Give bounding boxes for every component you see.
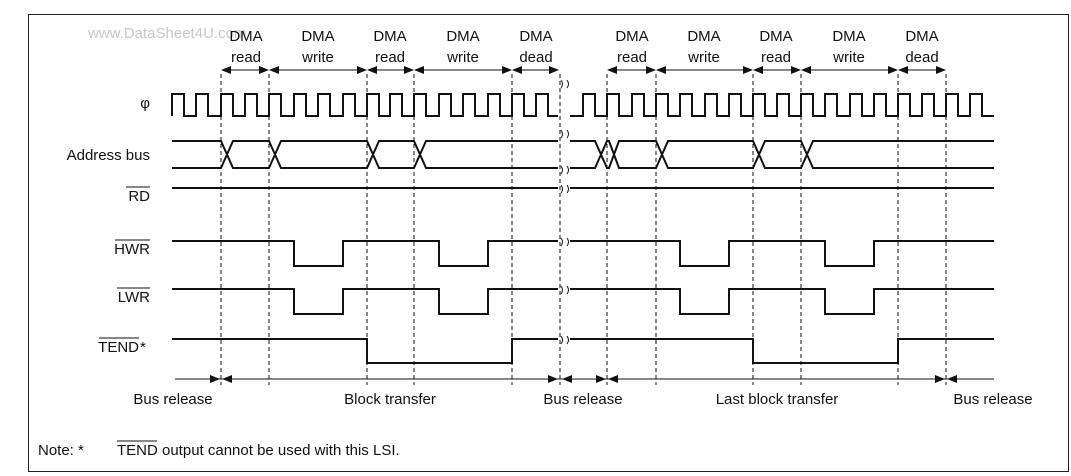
tend-label: TEND	[98, 339, 139, 356]
phase-dma-6: DMA	[615, 28, 648, 45]
phase-dma-9: DMA	[832, 28, 865, 45]
signal-labels: φ Address bus RD HWR LWR TEND *	[67, 95, 151, 356]
bus-release-label-3: Bus release	[953, 391, 1032, 408]
rd-label: RD	[128, 188, 150, 205]
lwr-waveform	[172, 288, 994, 315]
phase-dma-2: DMA	[301, 28, 334, 45]
diagram-frame	[28, 14, 1069, 472]
phase-write-3: write	[687, 49, 720, 66]
phase-read-2: read	[375, 49, 405, 66]
phi-clock-waveform	[171, 93, 994, 117]
last-block-transfer-label: Last block transfer	[716, 391, 839, 408]
phase-dma-7: DMA	[687, 28, 720, 45]
phase-dma-5: DMA	[519, 28, 552, 45]
block-transfer-label: Block transfer	[344, 391, 436, 408]
phase-dma-10: DMA	[905, 28, 938, 45]
phase-write-2: write	[446, 49, 479, 66]
phase-write-1: write	[301, 49, 334, 66]
phase-dead-1: dead	[519, 49, 552, 66]
phase-dma-4: DMA	[446, 28, 479, 45]
hwr-label: HWR	[114, 241, 150, 258]
bus-release-label-1: Bus release	[133, 391, 212, 408]
phase-dead-2: dead	[905, 49, 938, 66]
address-bus-waveform	[172, 140, 994, 169]
bus-release-label-2: Bus release	[543, 391, 622, 408]
phase-dma-3: DMA	[373, 28, 406, 45]
note-text: output cannot be used with this LSI.	[162, 442, 400, 459]
phase-dma-1: DMA	[229, 28, 262, 45]
watermark: www.DataSheet4U.com	[87, 25, 246, 42]
address-bus-label: Address bus	[67, 147, 150, 164]
phase-read-1: read	[231, 49, 261, 66]
hwr-waveform	[172, 240, 994, 267]
time-break-marks	[560, 79, 569, 345]
phase-write-4: write	[832, 49, 865, 66]
phase-read-3: read	[617, 49, 647, 66]
phi-label: φ	[140, 95, 150, 112]
note-signal: TEND	[117, 442, 158, 459]
phase-dma-8: DMA	[759, 28, 792, 45]
note-prefix: Note: *	[38, 442, 84, 459]
tend-star: *	[140, 339, 146, 356]
lwr-label: LWR	[118, 289, 150, 306]
footnote: Note: * TEND output cannot be used with …	[38, 440, 400, 459]
phase-labels: DMA read DMA write DMA read DMA write DM…	[229, 28, 938, 66]
span-labels: Bus release Block transfer Bus release L…	[133, 391, 1032, 408]
cycle-guides	[220, 74, 947, 385]
tend-waveform	[172, 338, 994, 364]
phase-read-4: read	[761, 49, 791, 66]
